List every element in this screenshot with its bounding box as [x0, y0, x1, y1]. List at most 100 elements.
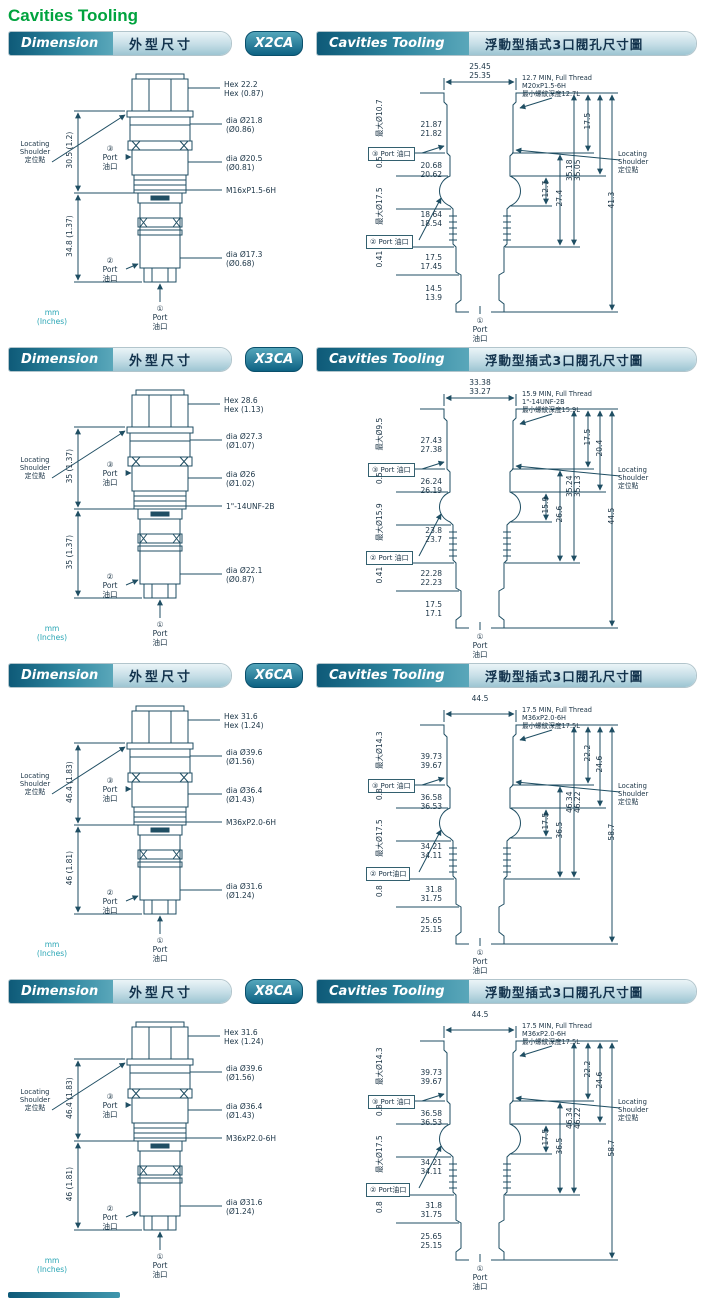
cavity-bore3-dim: 34.21 34.11 — [420, 842, 442, 860]
cavity-vdim5: 35.24 35.13 — [564, 475, 582, 497]
valve-dia3-dim: dia Ø31.6 (Ø1.24) — [226, 1198, 263, 1216]
valve-height2-dim: 46 (1.81) — [64, 1166, 74, 1202]
cavity-bore1-dim: 21.87 21.82 — [420, 120, 442, 138]
valve-drawing — [52, 1022, 222, 1250]
dimension-label-zh: 外型尺寸 — [113, 664, 231, 687]
valve-port3-label: ③ Port 油口 — [102, 776, 118, 803]
dimension-label-en: Dimension — [9, 32, 113, 55]
sections-host: Dimension 外型尺寸 X2CA Cavities Tooling 浮動型… — [8, 31, 697, 1291]
cavity-port2-label: ② Port油口 — [366, 867, 411, 881]
valve-port1-label: ① Port 油口 — [152, 304, 168, 331]
cavity-bore4-dim: 31.8 31.75 — [420, 1201, 442, 1219]
drawing-canvas: Hex 22.2 Hex (0.87) dia Ø21.8 (Ø0.86) di… — [8, 58, 697, 343]
section-header: Dimension 外型尺寸 X2CA Cavities Tooling 浮動型… — [8, 31, 697, 56]
cavity-vdim5: 46.34 46.22 — [564, 1107, 582, 1129]
valve-thread-dim: M36xP2.0-6H — [226, 1134, 277, 1143]
cavity-thread-note: 17.5 MIN, Full Thread M36xP2.0-6H 最小螺紋深度… — [522, 1022, 592, 1047]
section-header: Dimension 外型尺寸 X3CA Cavities Tooling 浮動型… — [8, 347, 697, 372]
cavity-bore3-dim: 18.64 18.54 — [420, 210, 442, 228]
cavity-max-dia-mid-dim: 最大Ø17.5 — [374, 819, 384, 857]
valve-thread-dim: M16xP1.5-6H — [226, 186, 277, 195]
valve-dia2-dim: dia Ø36.4 (Ø1.43) — [226, 1102, 263, 1120]
cavity-port1-label: ① Port 油口 — [472, 1264, 488, 1291]
cavity-port1-label: ① Port 油口 — [472, 316, 488, 343]
valve-dia1-dim: dia Ø27.3 (Ø1.07) — [226, 432, 263, 450]
valve-port2-label: ② Port 油口 — [102, 572, 118, 599]
valve-height1-dim: 46.4 (1.83) — [64, 761, 74, 803]
cavity-locating-shoulder-note: Locating Shoulder 定位點 — [618, 466, 649, 491]
cavity-gap1-dim: 0.5 — [374, 472, 384, 485]
cavity-thread-note: 17.5 MIN, Full Thread M36xP2.0-6H 最小螺紋深度… — [522, 706, 592, 731]
cavity-top-width-dim: 44.5 — [471, 694, 489, 703]
technical-drawing — [8, 374, 697, 658]
cavity-bore2-dim: 26.24 26.19 — [420, 477, 442, 495]
cavity-gap1-dim: 0.8 — [374, 788, 384, 801]
cavity-vdim2: 27.4 — [554, 189, 564, 207]
valve-height2-dim: 46 (1.81) — [64, 850, 74, 886]
cavity-vdim2: 26.6 — [554, 505, 564, 523]
cavity-vdim2: 36.5 — [554, 821, 564, 839]
cavity-max-dia-top-dim: 最大Ø9.5 — [374, 417, 384, 451]
valve-port2-label: ② Port 油口 — [102, 256, 118, 283]
cavity-port2-label: ② Port 油口 — [366, 551, 413, 565]
cavities-label-en: Cavities Tooling — [317, 980, 469, 1003]
dimension-header-pill: Dimension 外型尺寸 — [8, 979, 232, 1004]
cavities-header-pill: Cavities Tooling 浮動型插式3口閥孔尺寸圖 — [316, 347, 697, 372]
cavity-vdim6: 58.7 — [606, 1139, 616, 1157]
dimension-label-en: Dimension — [9, 348, 113, 371]
valve-locating-shoulder-note: Locating Shoulder 定位點 — [19, 1088, 51, 1113]
model-badge: X3CA — [245, 347, 303, 372]
cavities-header-pill: Cavities Tooling 浮動型插式3口閥孔尺寸圖 — [316, 979, 697, 1004]
valve-dia1-dim: dia Ø39.6 (Ø1.56) — [226, 1064, 263, 1082]
valve-height2-dim: 34.8 (1.37) — [64, 215, 74, 257]
cavity-bore2-dim: 36.58 36.53 — [420, 1109, 442, 1127]
cavity-vdim5: 46.34 46.22 — [564, 791, 582, 813]
cavity-vdim5: 35.18 35.05 — [564, 159, 582, 181]
cavity-vdim4: 24.6 — [594, 755, 604, 773]
model-badge: X8CA — [245, 979, 303, 1004]
valve-port2-label: ② Port 油口 — [102, 1204, 118, 1231]
valve-height1-dim: 30.5 (1.2) — [64, 131, 74, 169]
valve-hex-dim: Hex 22.2 Hex (0.87) — [224, 80, 264, 98]
cavity-port3-label: ③ Port 油口 — [368, 463, 415, 477]
cavity-gap2-dim: 0.8 — [374, 1201, 384, 1214]
valve-dia2-dim: dia Ø36.4 (Ø1.43) — [226, 786, 263, 804]
valve-dia3-dim: dia Ø17.3 (Ø0.68) — [226, 250, 263, 268]
catalog-section: Dimension 外型尺寸 X8CA Cavities Tooling 浮動型… — [8, 979, 697, 1291]
cavity-max-dia-mid-dim: 最大Ø15.9 — [374, 503, 384, 541]
cavity-vdim1: 12.7 — [540, 180, 550, 198]
cavity-vdim1: 17.5 — [540, 812, 550, 830]
valve-dia2-dim: dia Ø20.5 (Ø0.81) — [226, 154, 263, 172]
valve-locating-shoulder-note: Locating Shoulder 定位點 — [19, 772, 51, 797]
drawing-canvas: Hex 28.6 Hex (1.13) dia Ø27.3 (Ø1.07) di… — [8, 374, 697, 659]
drawing-canvas: Hex 31.6 Hex (1.24) dia Ø39.6 (Ø1.56) di… — [8, 690, 697, 975]
cavity-bore5-dim: 25.65 25.15 — [420, 916, 442, 934]
units-note: mm (Inches) — [36, 624, 68, 642]
valve-thread-dim: 1"-14UNF-2B — [226, 502, 275, 511]
cavity-gap1-dim: 0.5 — [374, 156, 384, 169]
cavity-max-dia-top-dim: 最大Ø14.3 — [374, 731, 384, 769]
valve-hex-dim: Hex 28.6 Hex (1.13) — [224, 396, 264, 414]
cavity-gap2-dim: 0.41 — [374, 250, 384, 268]
cavity-top-width-dim: 33.38 33.27 — [469, 378, 491, 396]
cavities-label-zh: 浮動型插式3口閥孔尺寸圖 — [469, 32, 696, 55]
valve-drawing — [52, 74, 222, 302]
cavity-vdim1: 15.9 — [540, 496, 550, 514]
valve-port1-label: ① Port 油口 — [152, 1252, 168, 1279]
cavities-label-zh: 浮動型插式3口閥孔尺寸圖 — [469, 664, 696, 687]
cavities-label-en: Cavities Tooling — [317, 664, 469, 687]
dimension-label-zh: 外型尺寸 — [113, 980, 231, 1003]
cavity-top-width-dim: 44.5 — [471, 1010, 489, 1019]
catalog-section: Dimension 外型尺寸 X6CA Cavities Tooling 浮動型… — [8, 663, 697, 975]
technical-drawing — [8, 58, 697, 342]
dimension-label-zh: 外型尺寸 — [113, 348, 231, 371]
dimension-header-pill: Dimension 外型尺寸 — [8, 347, 232, 372]
cavity-max-dia-top-dim: 最大Ø14.3 — [374, 1047, 384, 1085]
cavity-vdim3: 22.2 — [582, 744, 592, 762]
cavity-bore2-dim: 20.68 20.62 — [420, 161, 442, 179]
catalog-section: Dimension 外型尺寸 X2CA Cavities Tooling 浮動型… — [8, 31, 697, 343]
page-title: Cavities Tooling — [8, 6, 139, 25]
dimension-label-en: Dimension — [9, 980, 113, 1003]
cavity-bore5-dim: 17.5 17.1 — [425, 600, 442, 618]
cavities-label-en: Cavities Tooling — [317, 32, 469, 55]
